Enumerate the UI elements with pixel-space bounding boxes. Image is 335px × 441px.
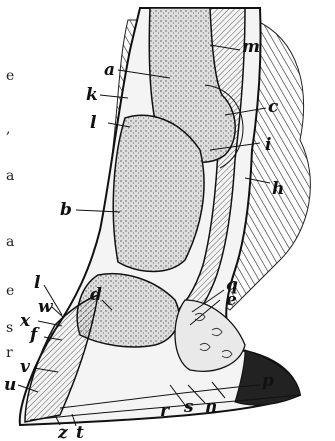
label-m: m: [242, 37, 260, 57]
label-k: k: [86, 85, 98, 105]
margin-text-3: a: [6, 168, 14, 184]
label-q: q: [226, 275, 238, 295]
margin-text-1: e: [6, 68, 14, 84]
label-l-lower: l: [34, 273, 41, 293]
label-a: a: [104, 60, 115, 80]
label-c: c: [268, 97, 279, 117]
label-r: r: [160, 401, 170, 421]
label-f: f: [29, 325, 40, 345]
margin-text-6: s: [6, 320, 13, 336]
label-w: w: [38, 297, 54, 317]
margin-text-5: e: [6, 283, 14, 299]
label-b: b: [60, 200, 72, 220]
label-n: n: [205, 397, 217, 417]
margin-text-7: r: [6, 345, 13, 361]
label-h: h: [272, 179, 284, 199]
digital-cushion: [175, 300, 245, 371]
label-x: x: [19, 311, 31, 331]
label-u: u: [4, 375, 16, 395]
middle-bone: [113, 115, 204, 271]
label-z: z: [57, 423, 68, 441]
label-i: i: [265, 135, 271, 155]
label-s: s: [183, 397, 194, 417]
label-v: v: [20, 357, 31, 377]
margin-text-2: ,: [6, 121, 10, 137]
label-p: p: [262, 371, 274, 391]
label-d: d: [90, 285, 102, 305]
label-t: t: [76, 423, 84, 441]
margin-text-4: a: [6, 234, 14, 250]
label-l-upper: l: [90, 113, 97, 133]
